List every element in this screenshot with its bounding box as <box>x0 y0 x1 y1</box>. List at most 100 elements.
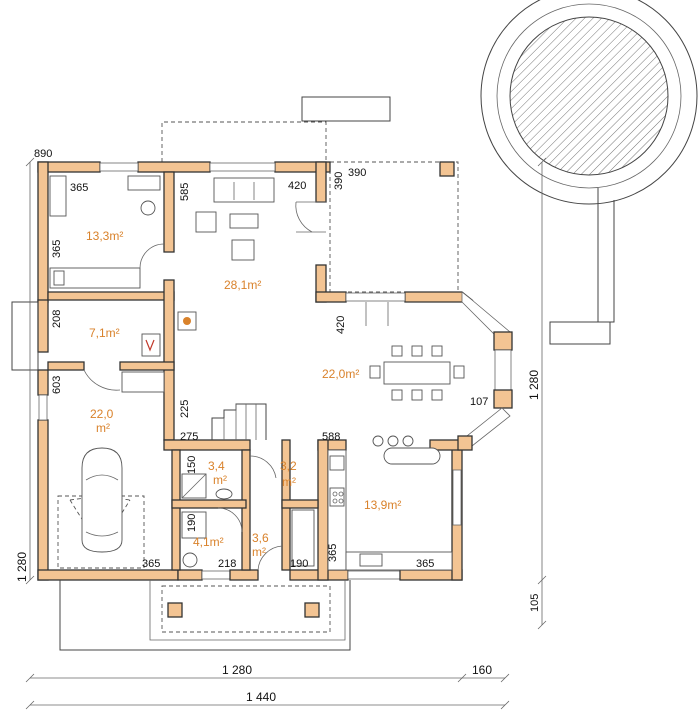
dim-label: 365 <box>51 240 63 258</box>
plant <box>140 200 156 216</box>
door-swing <box>139 243 165 269</box>
gazebo-step <box>549 321 611 345</box>
walls <box>37 161 513 581</box>
chair <box>411 389 423 401</box>
dim-label: 275 <box>180 431 198 443</box>
burner <box>338 498 344 504</box>
bar-stool <box>387 435 399 447</box>
chair <box>391 345 403 357</box>
wall <box>47 291 175 301</box>
room-area-bedroom: 13,3m² <box>86 229 123 243</box>
chair <box>453 365 465 379</box>
wardrobe <box>291 509 315 567</box>
fire-icon <box>183 317 191 325</box>
room-area-hall-1: 3,2 <box>280 459 297 473</box>
dimension-labels: 890 365 585 420 390 390 365 208 420 603 … <box>34 148 488 570</box>
window <box>38 394 48 421</box>
burner <box>332 491 338 497</box>
wall <box>241 449 251 571</box>
side-entrance <box>11 301 39 371</box>
kitchen-units <box>327 435 453 571</box>
dim-label: 420 <box>335 316 347 334</box>
cabinet <box>121 371 165 393</box>
dim-label: 365 <box>142 558 160 570</box>
chair <box>431 345 443 357</box>
chair <box>369 365 381 379</box>
boiler-unit <box>141 333 161 357</box>
terrace-door <box>296 201 326 233</box>
toilet <box>182 552 198 568</box>
window <box>452 469 462 526</box>
wall <box>171 449 181 571</box>
coffee-table <box>229 213 259 229</box>
dim-bottom-ext: 160 <box>472 663 492 677</box>
room-area-garage-2: m² <box>96 421 110 435</box>
terrace-door <box>365 302 389 326</box>
door-swing <box>217 507 243 533</box>
room-area-bath-1: 3,4 <box>208 459 225 473</box>
stair-outline <box>211 403 267 440</box>
shower-line <box>181 473 207 499</box>
gazebo-floor <box>509 16 669 176</box>
porch-roof <box>161 585 331 633</box>
bar-stool <box>372 435 384 447</box>
dim-tick <box>537 620 547 630</box>
room-area-vestibule-1: 3,6 <box>252 531 269 545</box>
wall <box>493 389 513 409</box>
dim-bottom-total: 1 440 <box>246 690 276 704</box>
door-swing <box>257 545 283 571</box>
wall <box>229 569 259 581</box>
dim-right-small: 105 <box>529 594 541 612</box>
chair <box>431 389 443 401</box>
room-area-dining: 22,0m² <box>322 367 359 381</box>
furniture <box>49 175 465 571</box>
dim-label: 190 <box>186 514 198 532</box>
dim-tick <box>537 575 547 585</box>
door-swing <box>83 369 121 391</box>
bar-counter <box>383 447 441 465</box>
room-area-living: 28,1m² <box>224 278 261 292</box>
dim-label: 585 <box>179 183 191 201</box>
wall <box>37 419 49 581</box>
gazebo <box>301 0 698 345</box>
room-labels: 13,3m² 28,1m² 7,1m² 22,0m² 22,0 m² 3,4 m… <box>86 229 401 559</box>
wall <box>119 361 175 371</box>
front-porch <box>59 580 351 651</box>
terrace-outline <box>161 121 327 162</box>
covered-terrace <box>329 161 459 293</box>
counter <box>327 449 347 571</box>
wardrobe <box>127 175 161 191</box>
chair <box>391 389 403 401</box>
flame-icon <box>145 339 155 352</box>
room-area-kitchen: 13,9m² <box>364 498 401 512</box>
dim-label: 420 <box>288 180 306 192</box>
chimney-box <box>301 96 391 122</box>
porch-line <box>149 580 346 641</box>
window <box>99 162 139 172</box>
dim-label: 890 <box>34 148 52 160</box>
wall <box>163 439 251 451</box>
dim-tick <box>537 157 547 167</box>
dim-tick <box>457 673 467 683</box>
dim-bottom-main: 1 280 <box>222 663 252 677</box>
car-glass <box>85 474 119 537</box>
wall <box>315 161 327 203</box>
dining-table <box>383 361 451 385</box>
room-area-vestibule-2: m² <box>252 545 266 559</box>
dining-set <box>369 345 465 401</box>
wall <box>171 499 247 509</box>
wall <box>37 369 49 396</box>
window <box>494 349 512 391</box>
porch-column <box>167 602 183 618</box>
chair <box>53 270 65 286</box>
dim-tick <box>25 673 35 683</box>
dim-label: 225 <box>179 400 191 418</box>
stove <box>329 487 345 507</box>
wall <box>47 361 85 371</box>
gazebo-path <box>597 188 615 323</box>
bar-stool <box>402 435 414 447</box>
gazebo-outer-ring <box>480 0 698 205</box>
dim-tick <box>500 673 510 683</box>
room-area-boiler: 7,1m² <box>89 326 120 340</box>
